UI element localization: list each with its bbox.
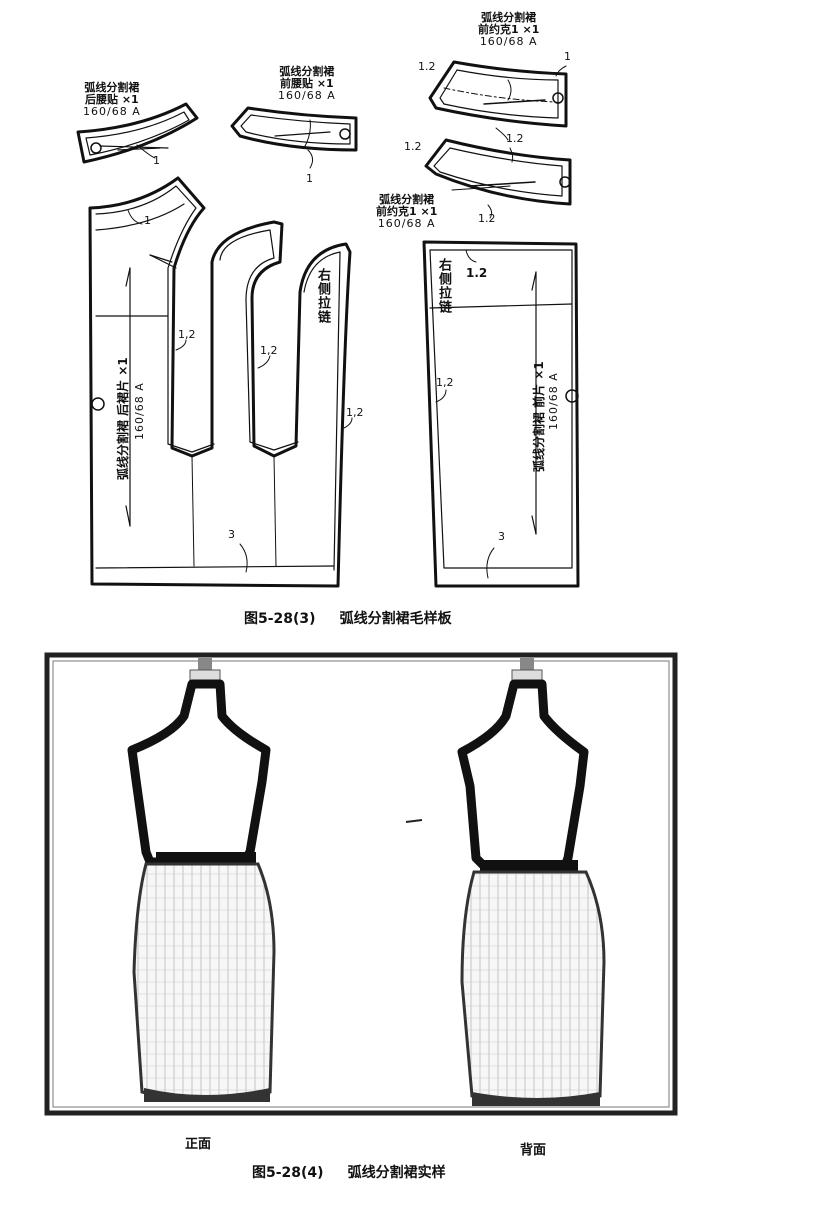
back-skirt-seam-side3: 1,2 (346, 406, 364, 419)
back-facing-seam: 1 (153, 154, 160, 167)
sample-photo (44, 652, 678, 1116)
front-facing-seam: 1 (306, 172, 313, 185)
figure-3-caption: 图5-28(3)弧线分割裙毛样板 (244, 611, 452, 627)
front-skirt-size: 160/68 A (547, 372, 560, 430)
front-skirt-seam-waist: 1.2 (466, 266, 488, 280)
back-view-label: 背面 (520, 1143, 547, 1158)
back-skirt-seam-waist: 1 (144, 214, 151, 227)
pattern-lines (76, 60, 580, 588)
mannequin-front (127, 658, 276, 1102)
back-skirt-seam-hem: 3 (228, 528, 235, 541)
yoke-top-seam-right: 1 (564, 50, 571, 63)
front-yoke-bottom-label: 弧线分割裙 前约克1 ×1 160/68 A (376, 193, 438, 230)
yoke-top-seam-left: 1.2 (418, 60, 436, 73)
back-skirt-seam-side2: 1,2 (260, 344, 278, 357)
front-facing-label: 弧线分割裙 前腰贴 ×1 160/68 A (278, 65, 336, 102)
yoke-top-seam-bottom: 1.2 (506, 132, 524, 145)
back-skirt-seam-side1: 1,2 (178, 328, 196, 341)
front-skirt-label: 弧线分割裙 前片 ×1 (532, 361, 546, 472)
yoke-bottom-seam-left: 1.2 (404, 140, 422, 153)
front-skirt-seam-hem: 3 (498, 530, 505, 543)
back-skirt-size: 160/68 A (133, 382, 146, 440)
yoke-bottom-seam-bottom: 1.2 (478, 212, 496, 225)
back-facing-label: 弧线分割裙 后腰贴 ×1 160/68 A (83, 81, 141, 118)
mannequin-back (457, 658, 606, 1106)
photo-drawing (44, 652, 678, 1116)
front-skirt-seam-side: 1,2 (436, 376, 454, 389)
zipper-note-back: 右侧拉链 (315, 268, 330, 324)
pattern-figure: 弧线分割裙 后腰贴 ×1 160/68 A 1 弧线分割裙 前腰贴 ×1 160… (76, 11, 580, 627)
back-skirt-label: 弧线分割裙 后裙片 ×1 (116, 357, 130, 480)
zipper-note-front: 右侧拉链 (436, 258, 451, 314)
figure-4-caption: 图5-28(4)弧线分割裙实样 (252, 1165, 446, 1181)
front-yoke-top-label: 弧线分割裙 前约克1 ×1 160/68 A (478, 11, 540, 48)
front-view-label: 正面 (185, 1137, 212, 1152)
